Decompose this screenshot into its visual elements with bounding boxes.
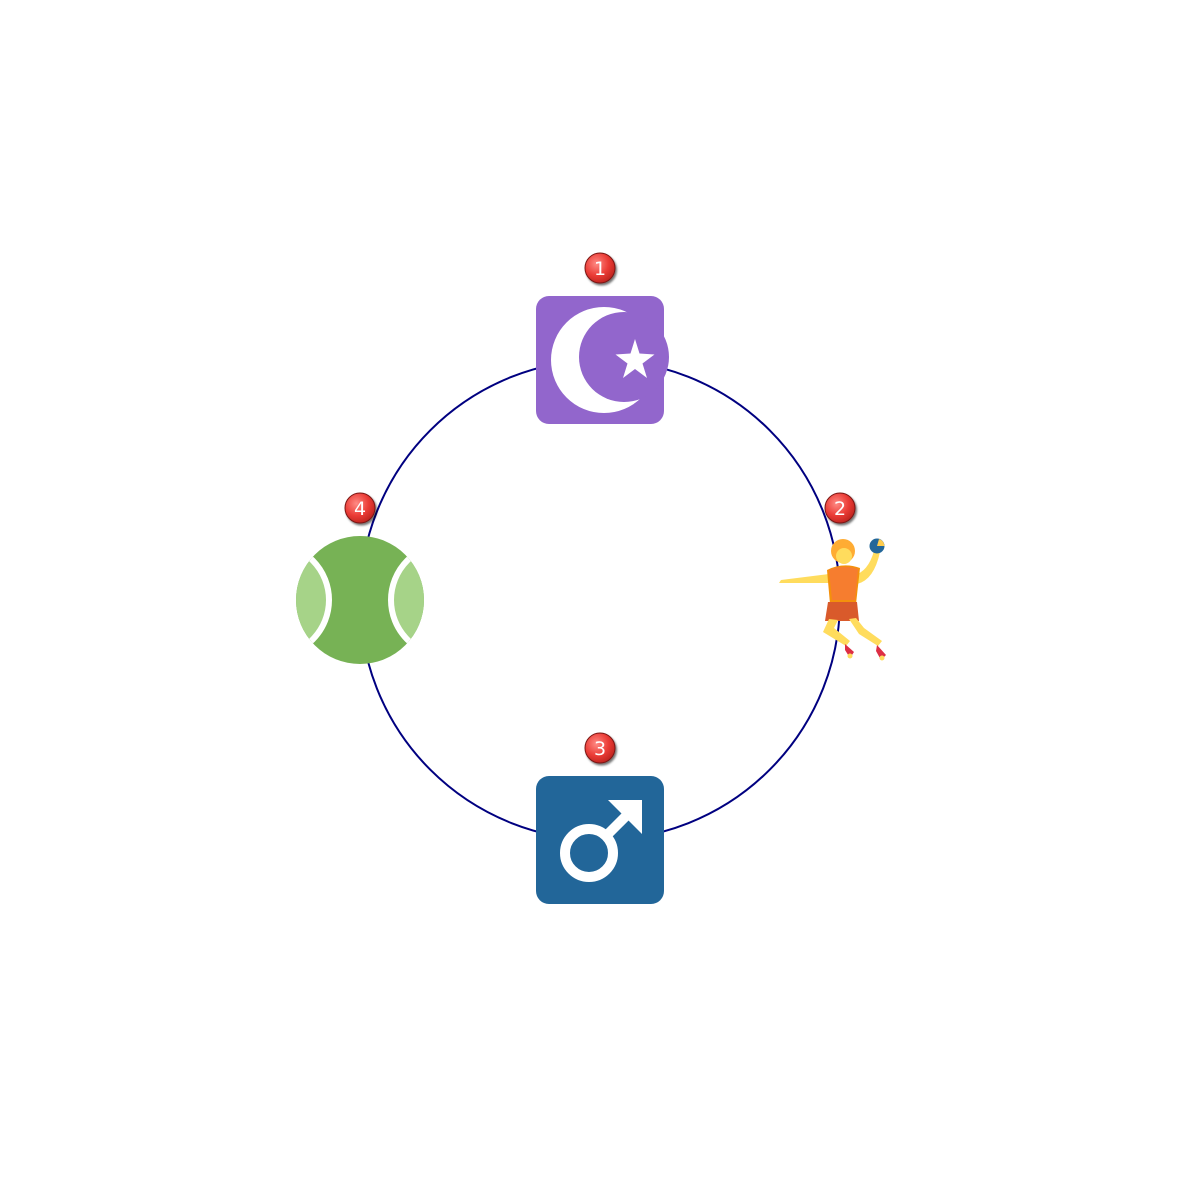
node-4-badge — [344, 492, 376, 524]
node-3-badge — [584, 732, 616, 764]
node-1-badge — [584, 252, 616, 284]
person-playing-handball-icon — [779, 538, 886, 661]
male-sign-icon — [536, 776, 664, 904]
node-1: 1 — [536, 252, 669, 424]
cycle-ring — [359, 359, 841, 841]
star-and-crescent-icon — [536, 296, 669, 424]
node-2: 2 — [779, 492, 886, 661]
node-1-badge-label: 1 — [594, 258, 606, 280]
node-2-badge — [824, 492, 856, 524]
node-3-badge-label: 3 — [594, 738, 606, 760]
node-4-badge-label: 4 — [354, 498, 366, 520]
node-3: 3 — [536, 732, 664, 904]
node-2-badge-label: 2 — [834, 498, 846, 520]
node-4: 4 — [296, 492, 424, 664]
tennis-ball-icon — [296, 536, 424, 664]
